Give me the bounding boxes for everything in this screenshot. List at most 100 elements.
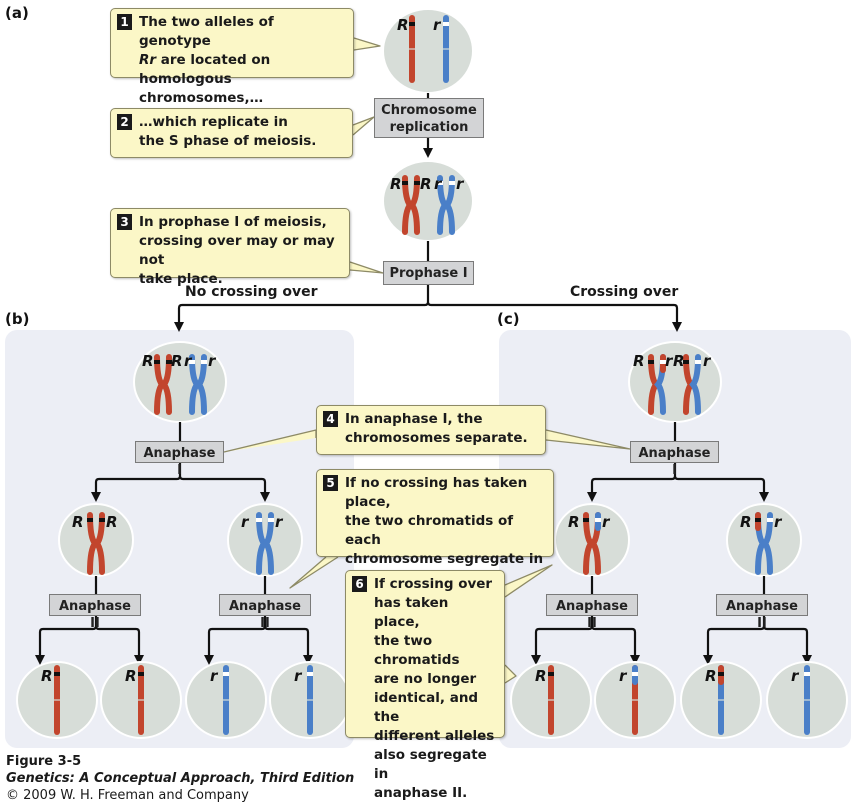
panel-label-c: (c) bbox=[497, 310, 520, 328]
callout-line: also segregate in bbox=[374, 747, 487, 782]
copyright: © 2009 W. H. Freeman and Company bbox=[6, 788, 249, 803]
allele-label: r bbox=[294, 667, 303, 685]
anaphase1-split-right bbox=[673, 475, 766, 492]
arrow-head bbox=[303, 655, 313, 665]
allele-label-r: r bbox=[665, 352, 674, 370]
branch-connector-right bbox=[426, 301, 679, 322]
dyad-chromosome bbox=[755, 512, 773, 575]
arrow-head bbox=[672, 322, 682, 332]
callout-number: 5 bbox=[323, 475, 338, 491]
arrow-head bbox=[35, 655, 45, 665]
stage-anaphase-2-c-right: Anaphase II bbox=[716, 594, 808, 631]
allele-label: R bbox=[568, 513, 580, 531]
callout-line: chromosomes separate. bbox=[345, 430, 528, 446]
allele-label: r bbox=[602, 513, 611, 531]
callout-line: anaphase II. bbox=[374, 785, 468, 801]
callout-number: 1 bbox=[117, 14, 132, 30]
allele-label: r bbox=[791, 667, 800, 685]
branch-label-crossing-over: Crossing over bbox=[570, 284, 679, 300]
stage-label-line1: Chromosome bbox=[381, 103, 477, 118]
allele-label-R: R bbox=[390, 175, 402, 193]
dyad-chromosome bbox=[87, 512, 105, 575]
callout-line: identical, and the bbox=[374, 690, 479, 725]
callout-line: the S phase of meiosis. bbox=[139, 133, 317, 149]
arrow-head bbox=[802, 655, 812, 665]
book-title: Genetics: A Conceptual Approach, Third E… bbox=[6, 771, 355, 786]
callout-6: 6 If crossing over has taken place, the … bbox=[345, 570, 505, 801]
chromosome-r bbox=[442, 15, 450, 83]
stage-anaphase-2-b-left: Anaphase II bbox=[49, 594, 141, 631]
anaphase2-split-left bbox=[207, 616, 267, 655]
anaphase2-split-left bbox=[534, 616, 594, 655]
stage-anaphase-2-c-left: Anaphase II bbox=[546, 594, 638, 631]
callout-line: If crossing over bbox=[374, 576, 493, 592]
allele-label: r bbox=[210, 667, 219, 685]
gamete-chromosome bbox=[803, 665, 811, 735]
callout-line: Rr are located on bbox=[139, 51, 345, 70]
callout-6-pointer-up bbox=[504, 564, 553, 598]
callout-line: …which replicate in bbox=[139, 114, 288, 130]
callout-number: 3 bbox=[117, 214, 132, 230]
allele-label-r: r bbox=[208, 352, 217, 370]
callout-number: 4 bbox=[323, 411, 338, 427]
allele-label-r: r bbox=[184, 352, 193, 370]
arrow-head bbox=[91, 492, 101, 502]
stage-label-line2: replication bbox=[389, 120, 469, 135]
callout-5-pointer bbox=[289, 556, 339, 589]
callout-line: crossing over may or may not bbox=[139, 233, 335, 268]
callout-number: 2 bbox=[117, 114, 132, 130]
callout-2-pointer bbox=[352, 116, 375, 136]
callout-3-pointer bbox=[349, 261, 384, 274]
allele-label: R bbox=[125, 667, 137, 685]
replicated-chromosome-r bbox=[437, 175, 455, 235]
callout-line: the two chromatids of each bbox=[345, 513, 514, 548]
gamete-chromosome bbox=[222, 665, 230, 735]
cell-replicated bbox=[382, 160, 474, 242]
crossover-chromosome-r bbox=[683, 354, 701, 415]
panel-label-a: (a) bbox=[5, 4, 29, 22]
callout-4: 4 In anaphase I, the chromosomes separat… bbox=[316, 405, 546, 455]
stage-anaphase-1-b: Anaphase I bbox=[135, 441, 224, 478]
callout-line: If no crossing has taken place, bbox=[345, 475, 528, 510]
allele-label: R bbox=[740, 513, 752, 531]
anaphase2-split-left bbox=[706, 616, 766, 655]
allele-label-R: R bbox=[420, 175, 432, 193]
allele-label: R bbox=[705, 667, 717, 685]
allele-label-r: r bbox=[703, 352, 712, 370]
arrow-head bbox=[759, 492, 769, 502]
callout-4-pointer-left bbox=[223, 429, 317, 453]
allele-label-R: R bbox=[397, 16, 409, 34]
allele-label: r bbox=[774, 513, 783, 531]
allele-label-r: r bbox=[456, 175, 465, 193]
callout-line: take place. bbox=[139, 271, 223, 287]
anaphase1-split-left bbox=[94, 463, 182, 492]
callout-line: In anaphase I, the bbox=[345, 411, 483, 427]
dyad-chromosome bbox=[256, 512, 274, 575]
arrow-head bbox=[587, 492, 597, 502]
callout-line: The two alleles of genotype bbox=[139, 14, 274, 49]
callout-line: chromosome segregate in bbox=[345, 551, 544, 567]
anaphase2-split-right bbox=[94, 625, 141, 655]
arrow-head bbox=[134, 655, 144, 665]
arrow-head bbox=[630, 655, 640, 665]
anaphase2-split-right bbox=[263, 625, 310, 655]
arrow-head bbox=[204, 655, 214, 665]
allele-label: R bbox=[106, 513, 118, 531]
panel-label-b: (b) bbox=[5, 310, 30, 328]
callout-3: 3 In prophase I of meiosis, crossing ove… bbox=[110, 208, 350, 287]
gamete-chromosome bbox=[137, 665, 145, 735]
allele-label: R bbox=[535, 667, 547, 685]
callout-5: 5 If no crossing has taken place, the tw… bbox=[316, 469, 554, 605]
callout-6-pointer-down bbox=[504, 664, 517, 684]
callout-line: In prophase I of meiosis, bbox=[139, 214, 327, 230]
allele-label: r bbox=[241, 513, 250, 531]
allele-label-R: R bbox=[171, 352, 183, 370]
allele-label-R: R bbox=[142, 352, 154, 370]
stage-prophase-1: Prophase I bbox=[383, 261, 474, 285]
genotype-italic: Rr bbox=[139, 52, 157, 68]
callout-1-pointer bbox=[353, 37, 381, 51]
callout-line: has taken place, bbox=[374, 595, 449, 630]
callout-line: are no longer bbox=[374, 671, 477, 687]
replicated-chromosome-R bbox=[402, 175, 420, 235]
